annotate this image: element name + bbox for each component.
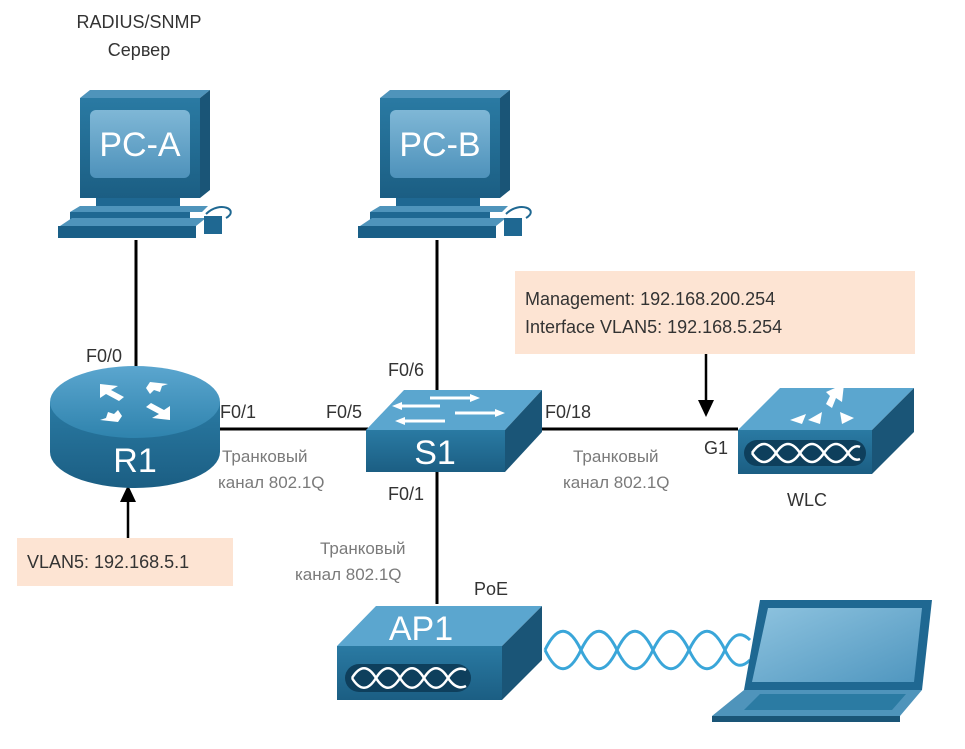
s1-label: S1 bbox=[414, 434, 456, 472]
pc-a-label: PC-A bbox=[99, 126, 181, 164]
wlc-label: WLC bbox=[787, 490, 827, 510]
laptop-icon bbox=[712, 600, 932, 722]
wlc-icon bbox=[738, 384, 914, 474]
trunk-r1-s1-line1: Транковый bbox=[222, 447, 308, 466]
server-label-line1: RADIUS/SNMP bbox=[76, 12, 201, 32]
router-r1-icon bbox=[50, 366, 220, 488]
port-s1-f01: F0/1 bbox=[388, 484, 424, 504]
pc-a-icon bbox=[58, 90, 232, 238]
server-label-line2: Сервер bbox=[108, 40, 170, 60]
port-r1-f01: F0/1 bbox=[220, 402, 256, 422]
r1-label: R1 bbox=[113, 442, 156, 480]
port-wlc-g1: G1 bbox=[704, 438, 728, 458]
r1-address-note: VLAN5: 192.168.5.1 bbox=[17, 538, 233, 586]
trunk-s1-wlc-line1: Транковый bbox=[573, 447, 659, 466]
port-s1-f06: F0/6 bbox=[388, 360, 424, 380]
ap1-icon bbox=[337, 606, 542, 700]
trunk-s1-ap-line1: Транковый bbox=[320, 539, 406, 558]
ap1-label: AP1 bbox=[389, 610, 453, 648]
r1-vlan5-address: VLAN5: 192.168.5.1 bbox=[27, 552, 190, 572]
switch-s1-icon bbox=[366, 390, 542, 472]
wlc-note-arrowhead bbox=[698, 400, 714, 417]
wireless-signal bbox=[543, 629, 752, 671]
links bbox=[134, 240, 738, 604]
port-s1-f018: F0/18 bbox=[545, 402, 591, 422]
trunk-r1-s1-line2: канал 802.1Q bbox=[218, 473, 325, 492]
port-s1-f05: F0/5 bbox=[326, 402, 362, 422]
wlc-vlan5-address: Interface VLAN5: 192.168.5.254 bbox=[525, 317, 783, 337]
port-ap-poe: PoE bbox=[474, 579, 508, 599]
port-r1-f00: F0/0 bbox=[86, 346, 122, 366]
r1-note-arrowhead bbox=[120, 485, 136, 502]
trunk-s1-wlc-line2: канал 802.1Q bbox=[563, 473, 670, 492]
pc-b-label: PC-B bbox=[399, 126, 480, 164]
wlc-address-note: Management: 192.168.200.254 Interface VL… bbox=[515, 271, 915, 354]
trunk-s1-ap-line2: канал 802.1Q bbox=[295, 565, 402, 584]
note-arrows bbox=[120, 354, 714, 538]
pc-b-icon bbox=[358, 90, 532, 238]
wlc-management-address: Management: 192.168.200.254 bbox=[525, 289, 776, 309]
